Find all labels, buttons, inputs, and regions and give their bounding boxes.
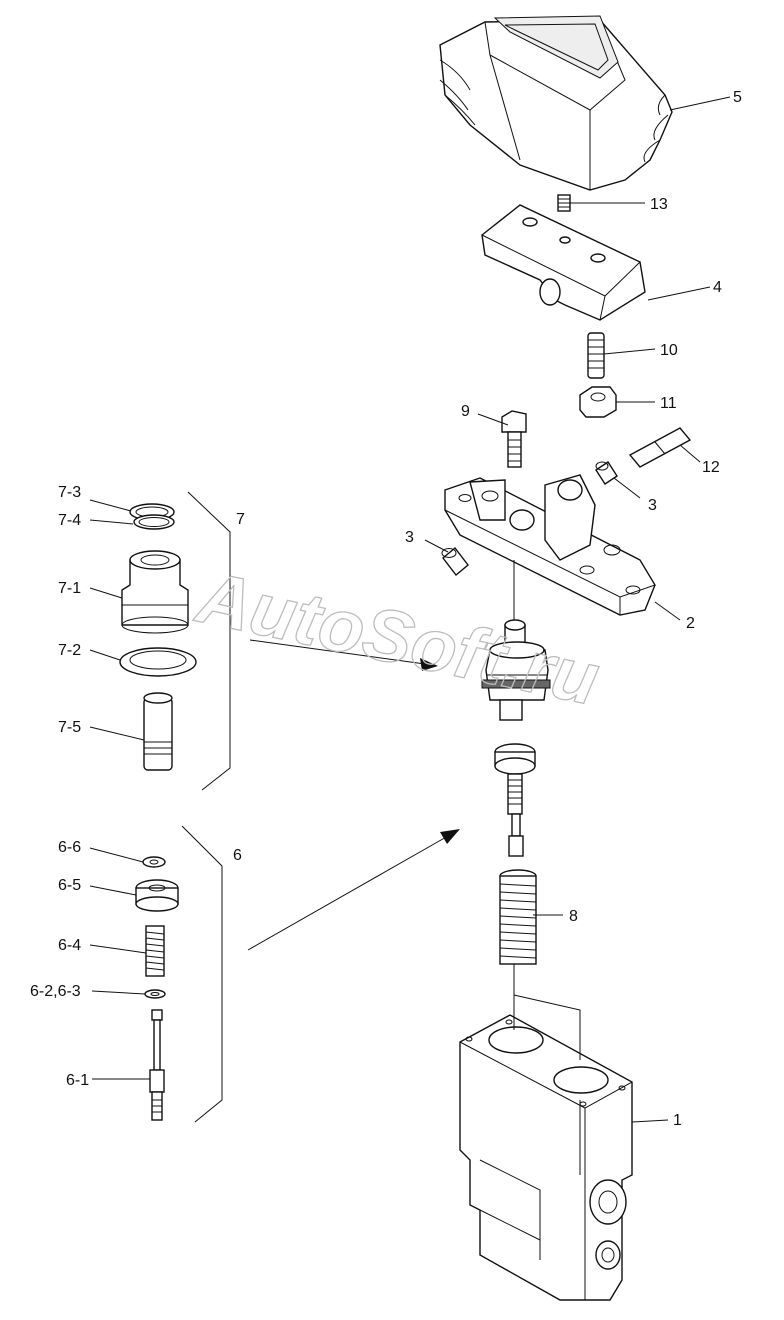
label-7-3: 7-3 [58,484,81,501]
part-9-cap-screw [501,410,527,468]
leader-lines [89,96,731,1123]
label-12: 12 [702,459,720,476]
part-13-set-screw [557,194,571,212]
label-7-5: 7-5 [58,719,81,736]
label-3-lower: 3 [405,529,414,546]
part-10-threaded-stud [587,332,605,379]
label-9: 9 [461,403,470,420]
part-2-base-bracket [444,474,656,616]
label-4: 4 [713,279,722,296]
label-6-4: 6-4 [58,937,81,954]
part-3-bushing-lower [441,546,469,577]
part-7-2-seal-ring [119,647,197,677]
label-5: 5 [733,89,742,106]
group-7-bracket [187,491,231,791]
label-10: 10 [660,342,678,359]
part-6-1-spool [149,1009,165,1121]
label-7-1: 7-1 [58,580,81,597]
label-3-upper: 3 [648,497,657,514]
label-2: 2 [686,615,695,632]
label-6: 6 [233,847,242,864]
part-3-bushing-upper [595,461,618,485]
part-11-nut [579,386,617,418]
label-7-4: 7-4 [58,512,81,529]
label-8: 8 [569,908,578,925]
part-6-2-6-3-shim [144,989,166,999]
part-7-1-seal-housing [121,550,189,634]
part-4-plate [481,204,646,321]
part-1-valve-body [459,1014,633,1301]
label-11: 11 [660,395,677,412]
label-7: 7 [236,511,245,528]
label-6-1: 6-1 [66,1072,89,1089]
part-6-6-washer [142,856,166,868]
label-6-5: 6-5 [58,877,81,894]
spring-to-body-lines [513,994,581,1175]
arrow-group-6-to-assembly [247,829,460,951]
part-5-rubber-boot [439,15,673,191]
label-7-2: 7-2 [58,642,81,659]
part-6-4-spring [145,925,165,977]
part-7-5-plunger [143,692,173,771]
watermark-text: AutoSoft.ru [189,555,606,721]
part-8-spring [499,869,537,965]
center-plunger-assembly [481,619,551,721]
label-1: 1 [673,1112,682,1129]
label-6-2-6-3: 6-2,6-3 [30,983,81,1000]
center-valve-assembly [494,743,536,857]
group-6-bracket [181,825,223,1123]
part-12-pin [628,427,692,468]
part-7-4-ring [133,514,175,530]
label-13: 13 [650,196,668,213]
arrow-group-7-to-assembly [249,639,438,671]
label-6-6: 6-6 [58,839,81,856]
part-6-5-retainer [135,879,179,912]
